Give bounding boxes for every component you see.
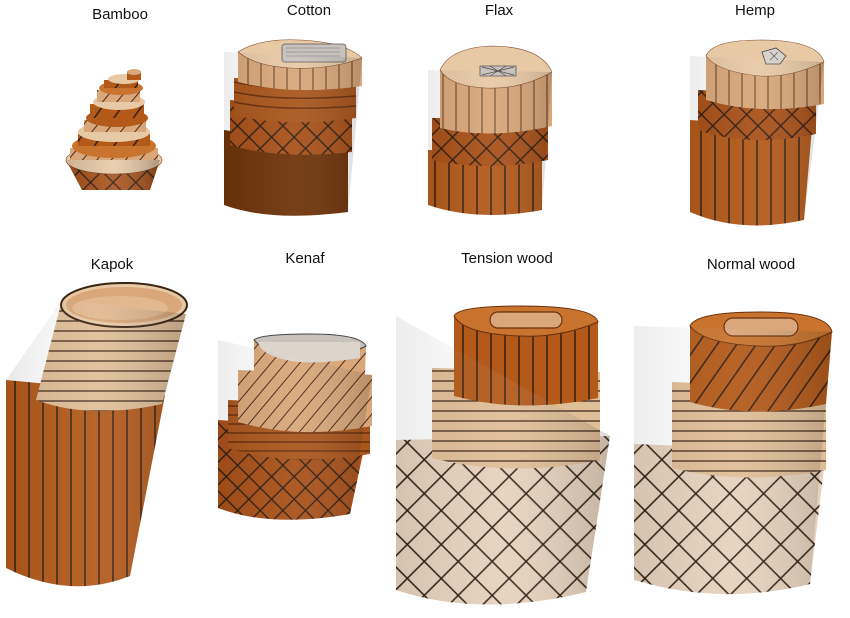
bamboo-fiber-drawing bbox=[65, 69, 163, 190]
label-bamboo: Bamboo bbox=[92, 6, 148, 23]
kenaf-fiber-drawing bbox=[218, 333, 372, 520]
cotton-fiber-drawing bbox=[224, 39, 363, 216]
label-flax: Flax bbox=[484, 2, 514, 19]
label-cotton: Cotton bbox=[286, 2, 332, 19]
tension-wood-fiber-drawing bbox=[396, 305, 610, 605]
label-normal-wood: Normal wood bbox=[706, 256, 796, 273]
normal-wood-fiber-drawing bbox=[634, 311, 833, 595]
kapok-fiber-drawing bbox=[6, 282, 188, 587]
label-tension-wood: Tension wood bbox=[461, 250, 553, 267]
label-kenaf: Kenaf bbox=[285, 250, 325, 267]
hemp-fiber-drawing bbox=[690, 39, 825, 226]
flax-fiber-drawing bbox=[428, 45, 553, 215]
label-kapok: Kapok bbox=[90, 256, 134, 273]
label-hemp: Hemp bbox=[734, 2, 776, 19]
